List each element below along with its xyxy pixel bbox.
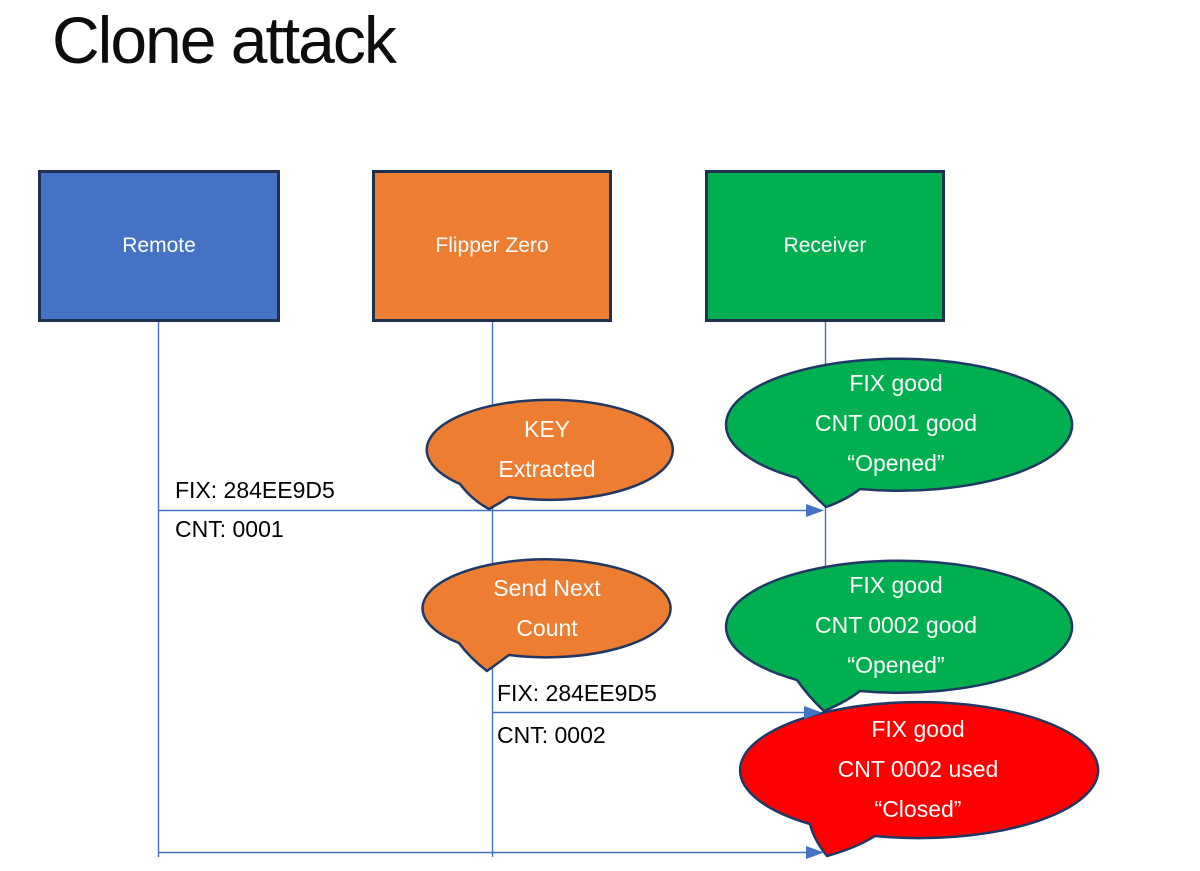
message-1-cnt: CNT: 0001 <box>175 516 284 542</box>
message-2-cnt: CNT: 0002 <box>497 722 606 748</box>
actor-label-flipper-zero: Flipper Zero <box>435 234 549 257</box>
actor-label-remote: Remote <box>122 234 196 257</box>
callout-line: “Closed” <box>874 796 962 822</box>
message-1-fix: FIX: 284EE9D5 <box>175 477 335 503</box>
callout-opened-1-text: FIX good CNT 0001 good “Opened” <box>746 363 1046 483</box>
callout-send-next-count-text: Send Next Count <box>447 568 647 648</box>
callout-line: Send Next <box>493 575 601 601</box>
callout-line: “Opened” <box>847 652 945 678</box>
callout-line: “Opened” <box>847 450 945 476</box>
actor-box-flipper-zero: Flipper Zero <box>372 170 612 322</box>
actor-box-remote: Remote <box>38 170 280 322</box>
callout-closed <box>738 700 1100 858</box>
actor-label-receiver: Receiver <box>783 234 867 257</box>
callout-opened-2 <box>724 559 1074 713</box>
callout-key-extracted-text: KEY Extracted <box>447 409 647 489</box>
arrowhead-message-3 <box>806 846 824 859</box>
callout-line: KEY <box>523 416 571 442</box>
callout-line: CNT 0002 used <box>837 756 999 782</box>
callout-closed-text: FIX good CNT 0002 used “Closed” <box>768 709 1068 829</box>
actor-box-receiver: Receiver <box>705 170 945 322</box>
page-title: Clone attack <box>52 3 397 77</box>
callout-opened-2-text: FIX good CNT 0002 good “Opened” <box>746 565 1046 685</box>
callout-opened-1 <box>724 357 1074 509</box>
arrowhead-message-1 <box>806 504 824 517</box>
callout-line: FIX good <box>849 370 943 396</box>
callout-key-extracted <box>425 398 675 511</box>
arrowhead-message-2 <box>804 706 822 719</box>
callout-line: CNT 0002 good <box>815 612 977 638</box>
callout-line: FIX good <box>849 572 943 598</box>
message-2-fix: FIX: 284EE9D5 <box>497 680 657 706</box>
callout-line: Count <box>516 615 578 641</box>
callout-line: FIX good <box>871 716 965 742</box>
callout-send-next-count <box>421 558 672 673</box>
callout-line: CNT 0001 good <box>815 410 977 436</box>
callout-line: Extracted <box>498 456 596 482</box>
